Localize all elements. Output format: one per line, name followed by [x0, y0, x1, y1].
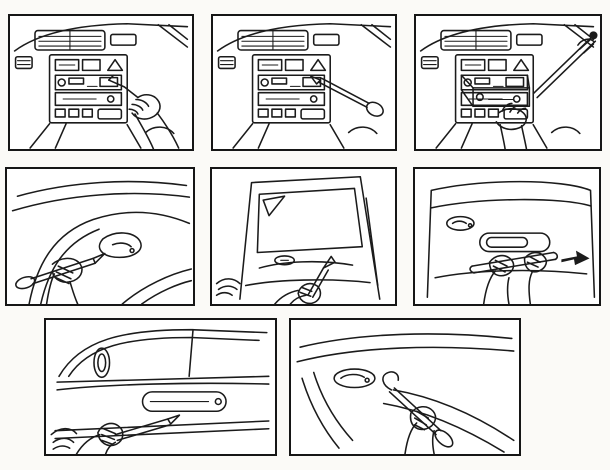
stereo-unit: [460, 74, 531, 108]
instruction-panel-8: [289, 318, 521, 456]
door-corner-art: [11, 180, 193, 304]
hand: [404, 406, 437, 454]
instruction-panel-5: [210, 167, 397, 306]
hand: [495, 102, 528, 149]
rod-tool-icon: [532, 31, 598, 99]
hand: [45, 257, 83, 304]
instruction-panel-2: [211, 14, 397, 151]
door-art: [54, 328, 270, 440]
hand: [75, 422, 124, 454]
hand: [50, 427, 78, 450]
instruction-panel-3: [414, 14, 602, 151]
hand: [523, 251, 548, 304]
release-tool-icon: [107, 74, 139, 99]
door-art: [296, 333, 515, 453]
hand: [128, 93, 180, 149]
instruction-panel-7: [44, 318, 277, 456]
pry-tool-icon: [310, 75, 384, 117]
trim-strip: [469, 251, 559, 274]
instruction-panel-6: [413, 167, 601, 306]
hand: [274, 282, 322, 304]
dashboard-art: [216, 22, 392, 149]
hand: [482, 254, 515, 304]
hand: [215, 278, 241, 297]
pry-tool-icon: [114, 414, 181, 442]
instruction-panel-4: [5, 167, 195, 306]
door-art: [239, 175, 381, 300]
instruction-panel-1: [8, 14, 194, 151]
direction-arrow-icon: [561, 250, 590, 266]
hook-tool-icon: [382, 371, 454, 448]
door-art: [426, 180, 596, 298]
dashboard-art: [13, 22, 189, 149]
